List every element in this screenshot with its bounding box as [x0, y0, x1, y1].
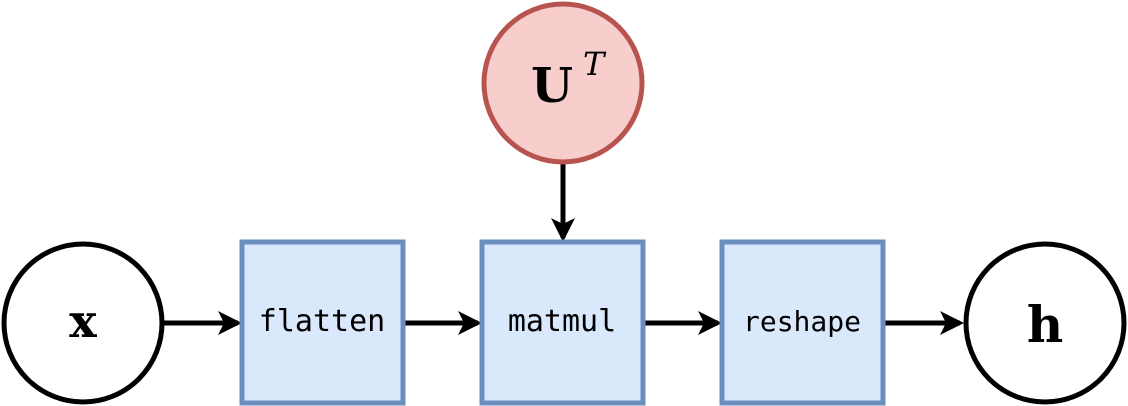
op-node-reshape-label: reshape — [743, 305, 861, 338]
op-node-reshape-box — [719, 239, 886, 406]
param-node-ut-superscript: T — [583, 45, 607, 83]
arrowhead-ut-to-matmul — [551, 218, 575, 242]
param-node-ut-circle — [481, 1, 645, 165]
arrowhead-matmul-to-reshape — [698, 311, 722, 335]
arrowhead-x-to-flatten — [218, 311, 242, 335]
input-node-x-circle — [1, 241, 165, 405]
input-node-x-label: x — [69, 294, 97, 348]
param-node-ut: U T — [481, 1, 645, 165]
output-node-h-circle — [963, 241, 1127, 405]
op-node-matmul-box — [479, 239, 646, 406]
input-node-x: x — [1, 241, 165, 405]
param-node-ut-base: U — [531, 58, 573, 114]
op-node-flatten-box — [239, 239, 406, 406]
op-node-flatten-label: flatten — [259, 304, 385, 339]
output-node-h-label: h — [1027, 295, 1063, 354]
op-node-matmul: matmul — [479, 239, 646, 406]
arrowhead-reshape-to-h — [940, 311, 964, 335]
op-node-reshape: reshape — [719, 239, 886, 406]
param-node-ut-label: U — [531, 58, 573, 114]
op-node-matmul-label: matmul — [508, 304, 616, 339]
output-node-h: h — [963, 241, 1127, 405]
arrowhead-flatten-to-matmul — [458, 311, 482, 335]
op-node-flatten: flatten — [239, 239, 406, 406]
edges — [164, 164, 964, 335]
